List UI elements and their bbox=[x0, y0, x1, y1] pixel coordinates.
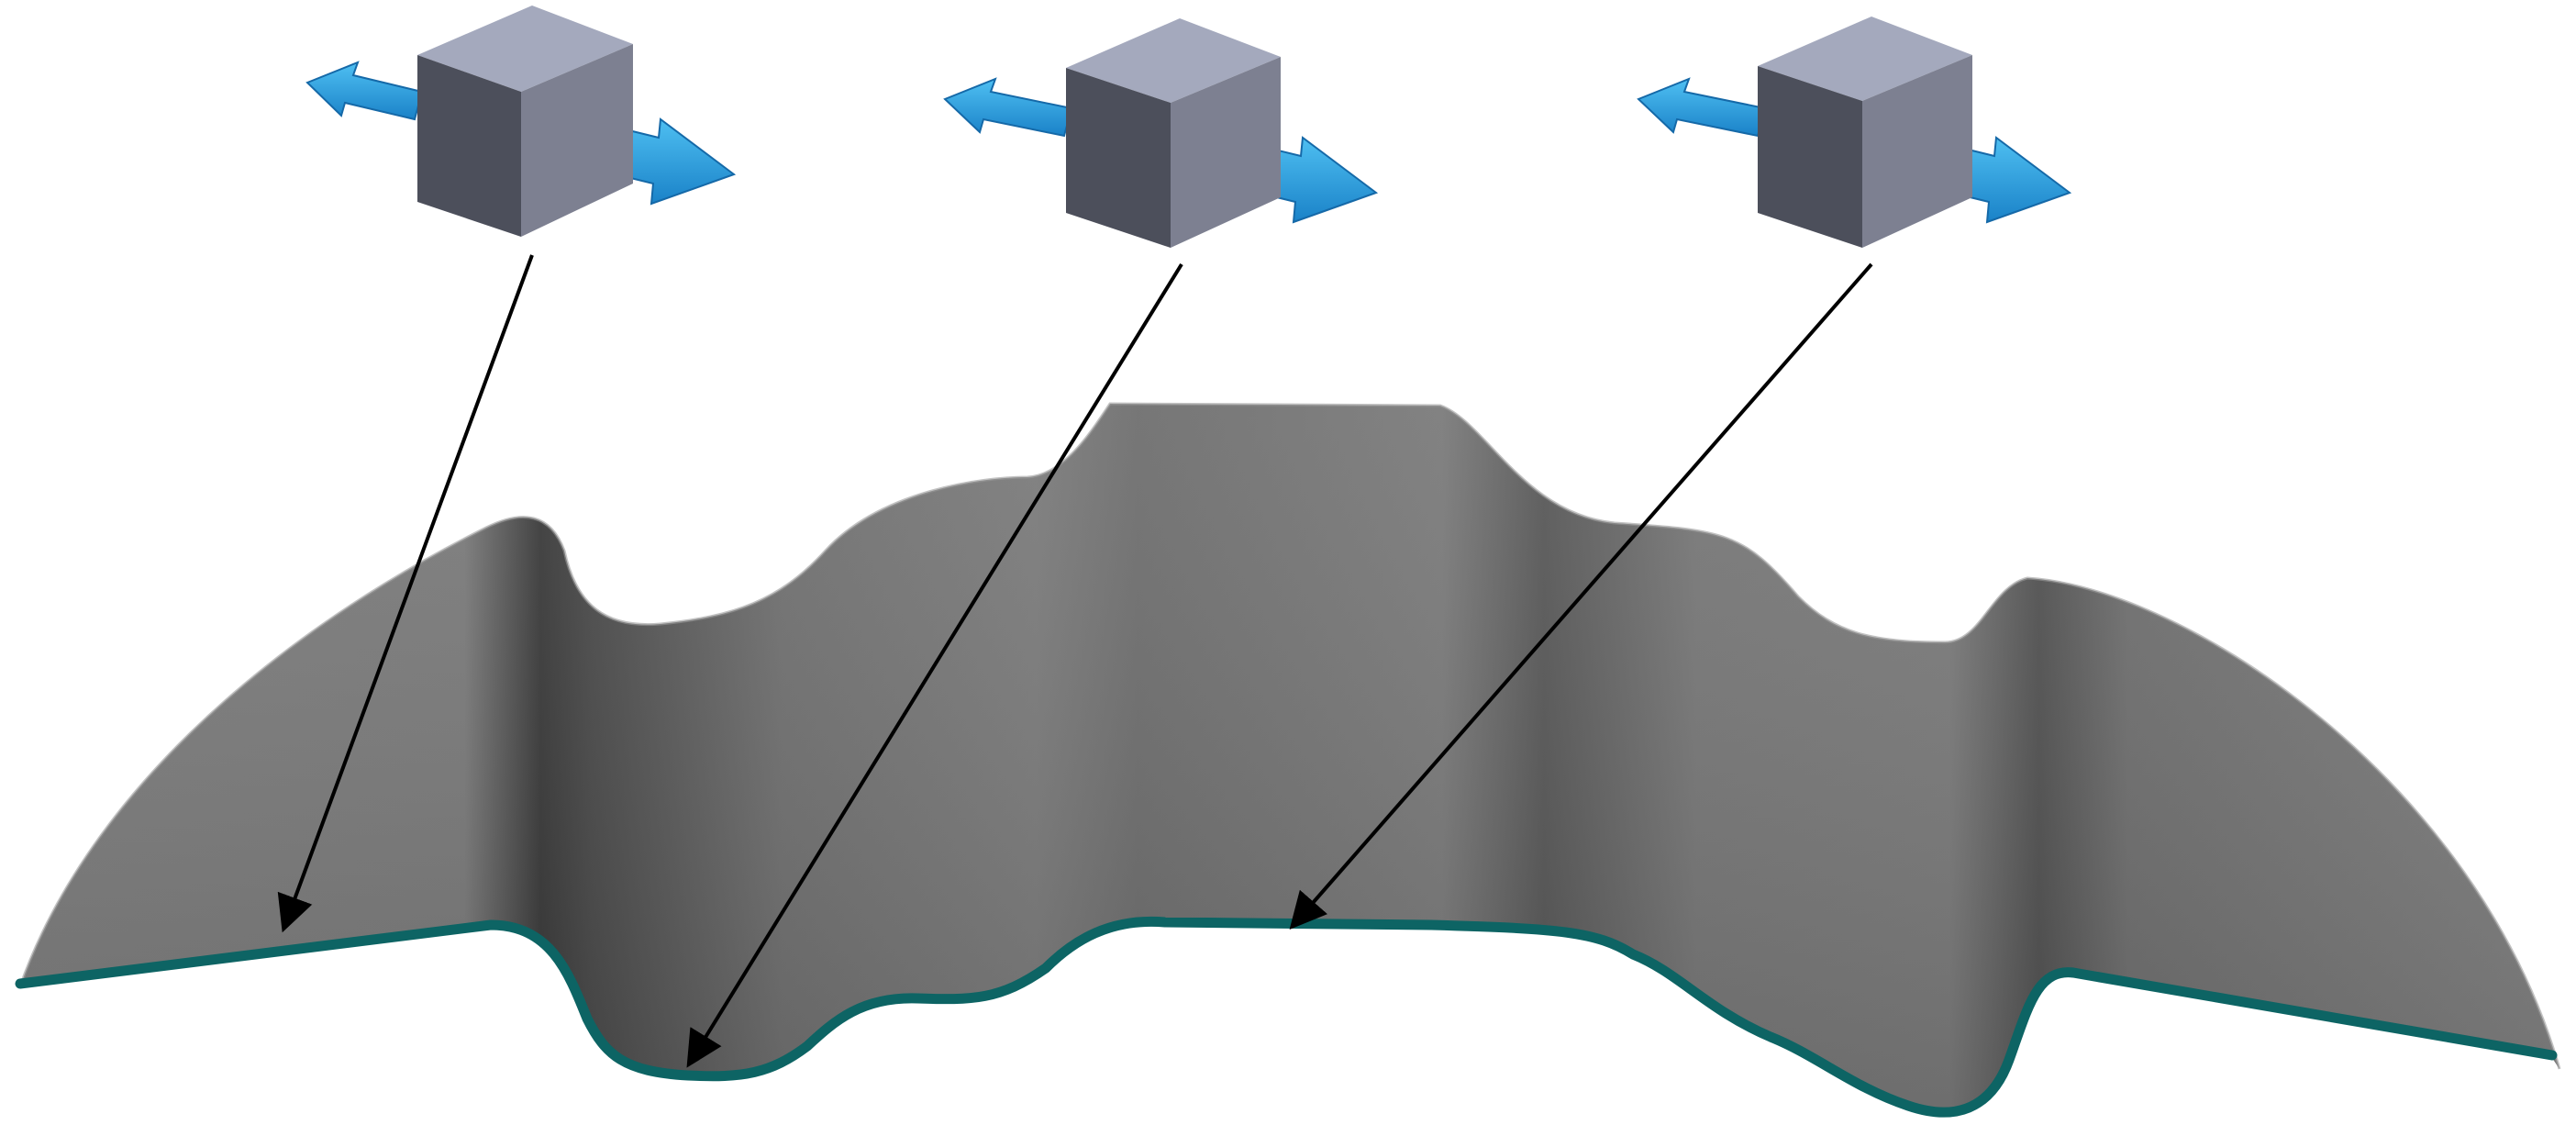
cube-top-face bbox=[1066, 18, 1281, 103]
arrow-left-part bbox=[1637, 77, 1767, 138]
leader-line-center bbox=[686, 262, 1183, 1068]
extruded-wavy-surface bbox=[18, 402, 2561, 1113]
cube-side-face bbox=[1171, 57, 1281, 248]
cube-icon bbox=[417, 6, 633, 237]
cube-side-face bbox=[521, 44, 633, 237]
cube-front-face bbox=[1066, 68, 1171, 248]
surface-top-rim bbox=[18, 402, 2561, 1070]
cube-top-face bbox=[417, 6, 633, 92]
arrow-left-part bbox=[305, 61, 424, 121]
leader-line-left bbox=[277, 254, 534, 933]
leader-lines bbox=[277, 254, 1873, 1068]
arrow-left-part bbox=[943, 77, 1073, 138]
cube-icon bbox=[1758, 17, 1972, 248]
cube-side-face bbox=[1862, 55, 1972, 248]
leader-line-right bbox=[1289, 262, 1873, 930]
probe-center bbox=[943, 18, 1379, 248]
surface-vertical-tone bbox=[20, 404, 2559, 1113]
cube-icon bbox=[1066, 18, 1281, 248]
base-profile-curve bbox=[15, 916, 2558, 1118]
cube-front-face bbox=[417, 55, 521, 237]
probe-right bbox=[1637, 17, 2072, 248]
cube-top-face bbox=[1758, 17, 1972, 101]
probe-left bbox=[305, 6, 737, 237]
cube-front-face bbox=[1758, 66, 1862, 248]
